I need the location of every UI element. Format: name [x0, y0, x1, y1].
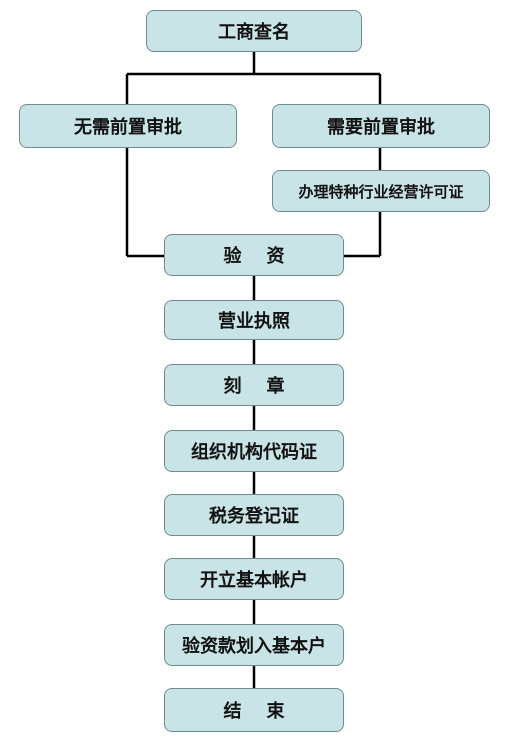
- step-end: 结 束: [164, 688, 344, 732]
- step-capital-verification: 验 资: [164, 234, 344, 276]
- step-open-basic-account: 开立基本帐户: [164, 558, 344, 600]
- step-tax-registration: 税务登记证: [164, 494, 344, 536]
- step-special-license: 办理特种行业经营许可证: [272, 170, 490, 212]
- step-business-license: 营业执照: [164, 300, 344, 340]
- branch-no-preapproval: 无需前置审批: [19, 104, 237, 148]
- branch-preapproval-required: 需要前置审批: [272, 104, 490, 148]
- step-org-code-cert: 组织机构代码证: [164, 430, 344, 472]
- step-start-name-check: 工商查名: [146, 10, 362, 52]
- step-transfer-capital: 验资款划入基本户: [164, 624, 344, 666]
- step-seal-engraving: 刻 章: [164, 364, 344, 406]
